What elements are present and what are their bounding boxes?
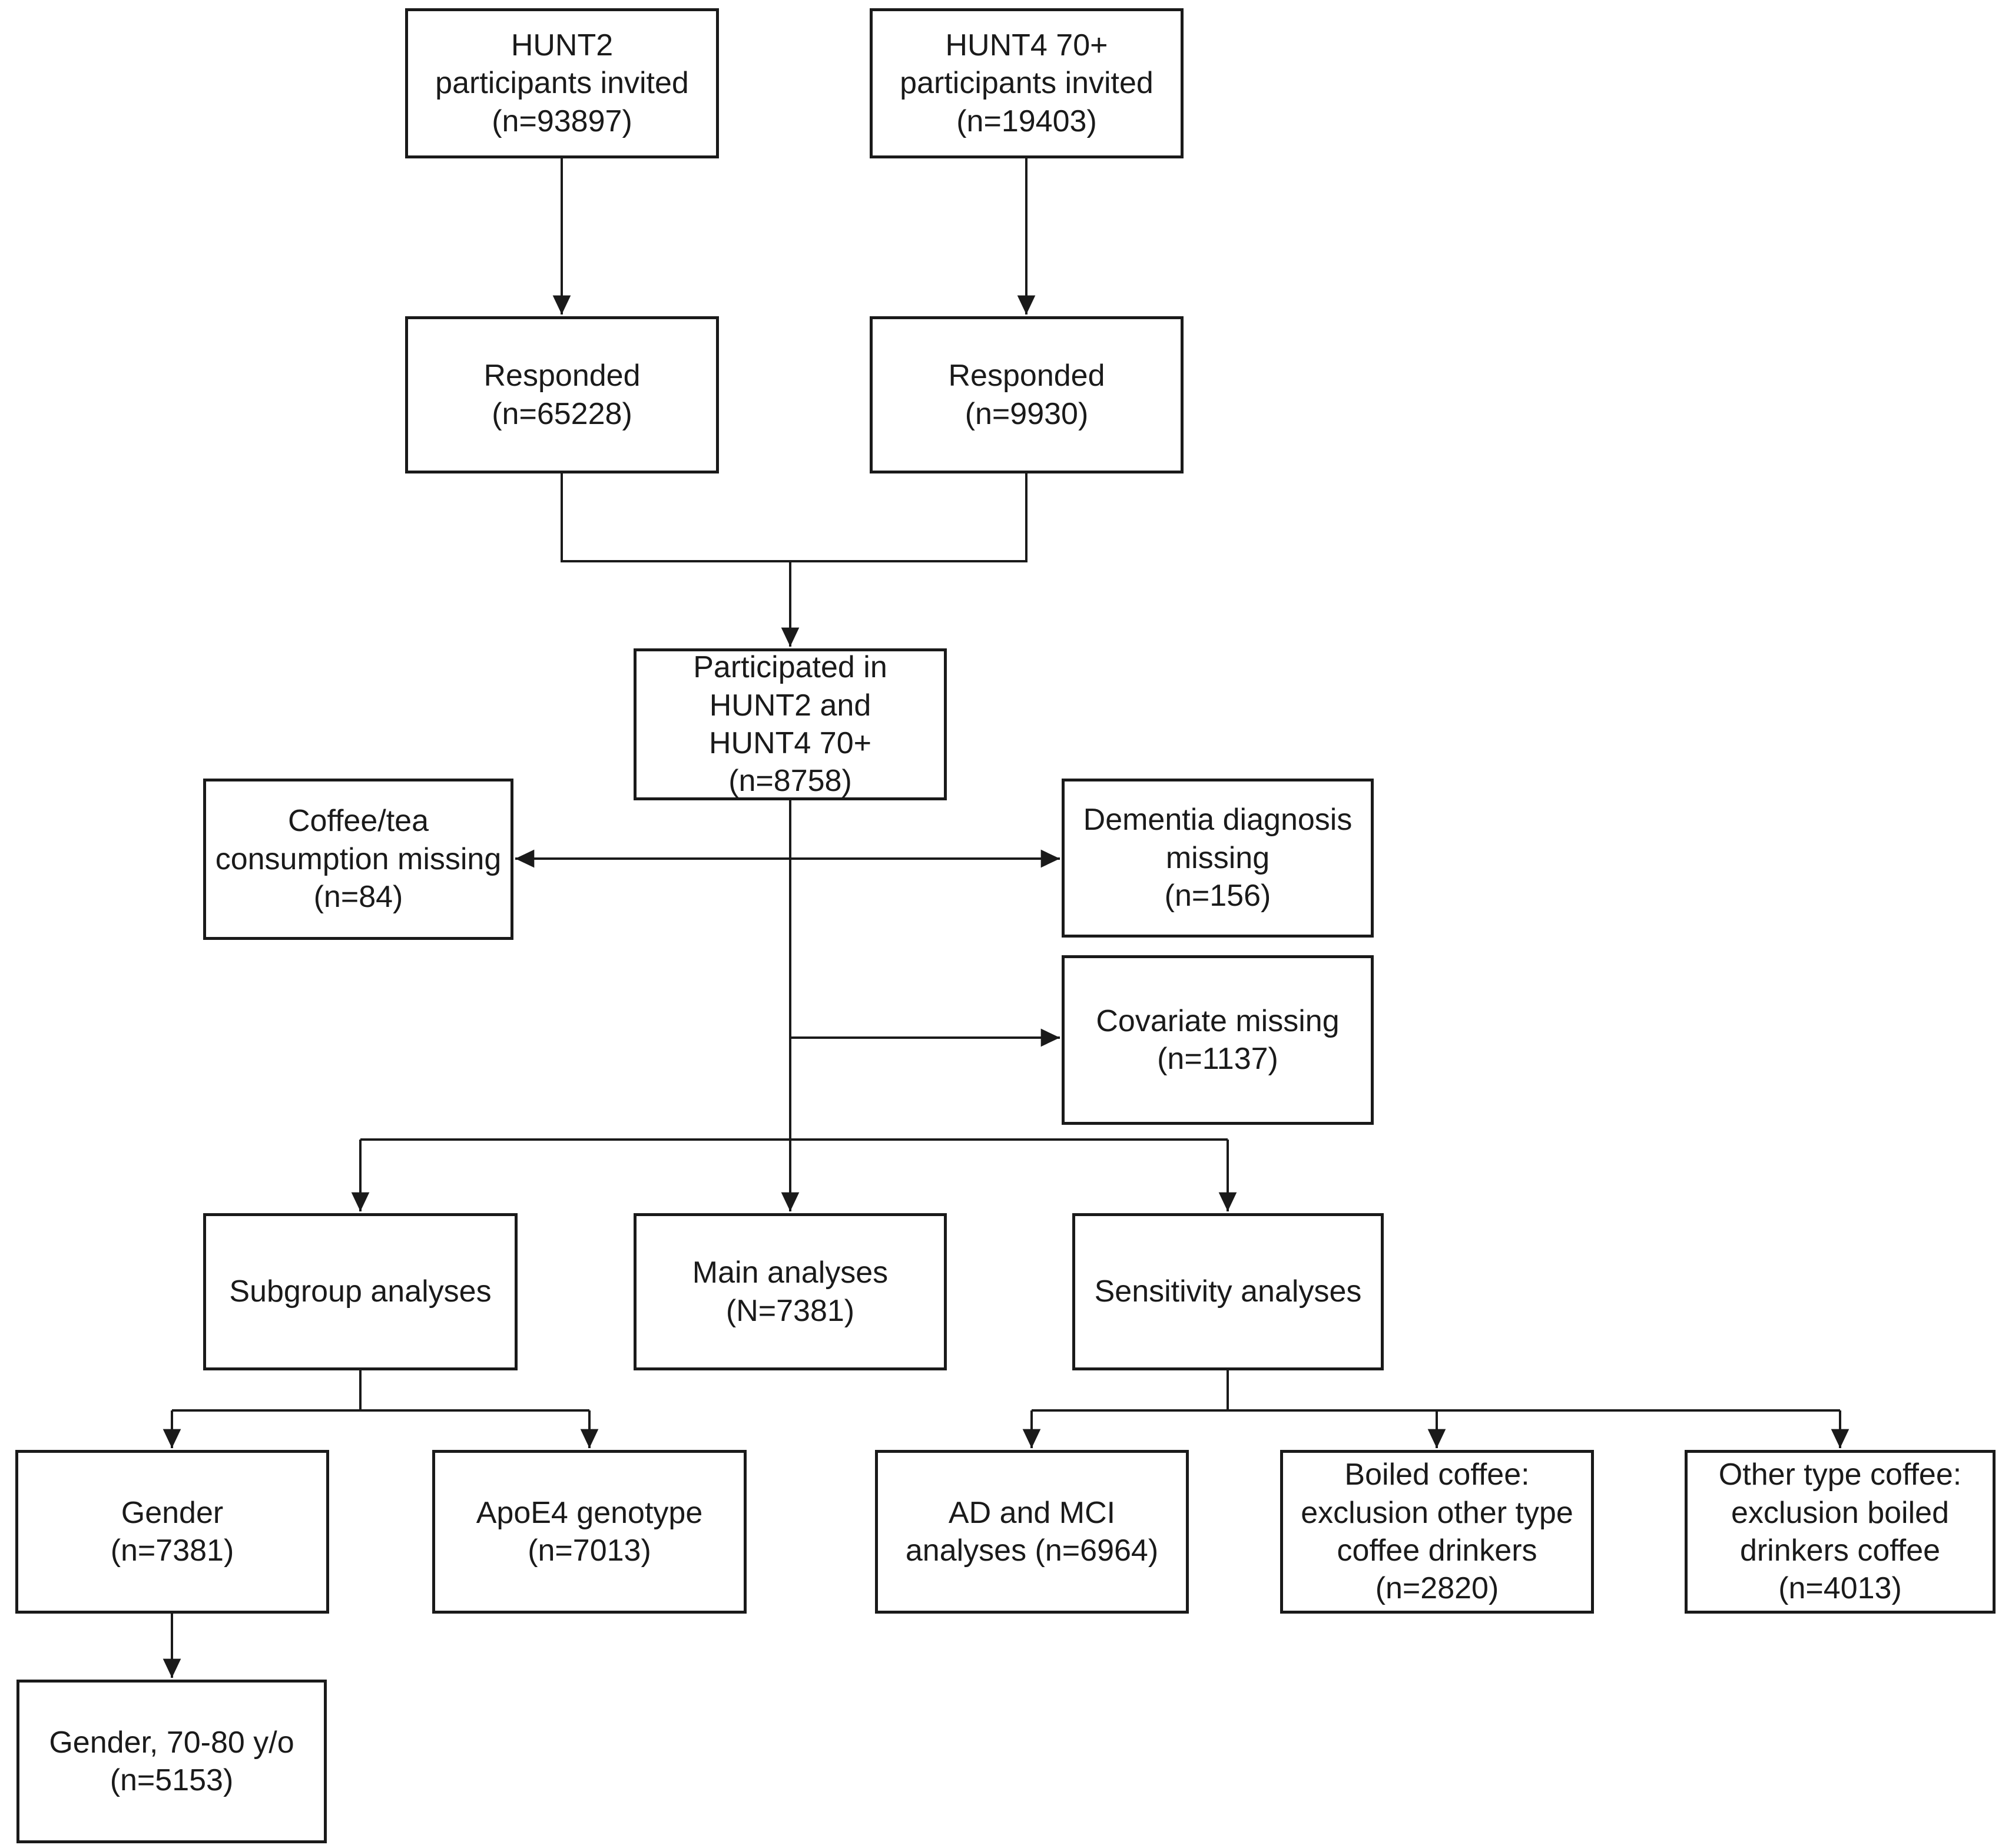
node-gender-text: Gender (n=7381) [110, 1495, 234, 1568]
node-covariate-missing-text: Covariate missing (n=1137) [1096, 1004, 1340, 1076]
node-dementia-missing: Dementia diagnosis missing (n=156) [1062, 779, 1374, 938]
node-other-type-coffee: Other type coffee: exclusion boiled drin… [1685, 1450, 1996, 1614]
node-responded-hunt2-text: Responded (n=65228) [483, 359, 641, 431]
node-hunt2-invited: HUNT2 participants invited (n=93897) [405, 8, 719, 158]
node-participated-both: Participated in HUNT2 and HUNT4 70+ (n=8… [634, 648, 947, 800]
node-dementia-missing-text: Dementia diagnosis missing (n=156) [1083, 803, 1353, 913]
node-boiled-coffee: Boiled coffee: exclusion other type coff… [1280, 1450, 1594, 1614]
node-participated-both-text: Participated in HUNT2 and HUNT4 70+ (n=8… [693, 650, 887, 799]
node-apoe4-genotype-text: ApoE4 genotype (n=7013) [476, 1495, 703, 1568]
node-gender-70-80-text: Gender, 70-80 y/o (n=5153) [49, 1725, 294, 1797]
node-boiled-coffee-text: Boiled coffee: exclusion other type coff… [1301, 1458, 1573, 1606]
node-ad-mci-text: AD and MCI analyses (n=6964) [905, 1495, 1159, 1568]
node-hunt2-invited-text: HUNT2 participants invited (n=93897) [435, 28, 689, 138]
node-responded-hunt4-text: Responded (n=9930) [948, 359, 1105, 431]
node-sensitivity-analyses-text: Sensitivity analyses [1094, 1274, 1362, 1309]
node-other-type-coffee-text: Other type coffee: exclusion boiled drin… [1718, 1458, 1962, 1606]
node-main-analyses: Main analyses (N=7381) [634, 1213, 947, 1370]
node-responded-hunt2: Responded (n=65228) [405, 316, 719, 473]
node-coffee-tea-missing: Coffee/tea consumption missing (n=84) [203, 779, 513, 940]
node-subgroup-analyses: Subgroup analyses [203, 1213, 518, 1370]
node-subgroup-analyses-text: Subgroup analyses [229, 1274, 492, 1309]
node-hunt4-invited-text: HUNT4 70+ participants invited (n=19403) [900, 28, 1154, 138]
connector-responded-merge [561, 473, 1027, 562]
node-main-analyses-text: Main analyses (N=7381) [692, 1256, 889, 1328]
node-covariate-missing: Covariate missing (n=1137) [1062, 955, 1374, 1125]
node-ad-mci: AD and MCI analyses (n=6964) [875, 1450, 1189, 1614]
node-sensitivity-analyses: Sensitivity analyses [1072, 1213, 1384, 1370]
node-hunt4-invited: HUNT4 70+ participants invited (n=19403) [870, 8, 1184, 158]
node-gender: Gender (n=7381) [15, 1450, 329, 1614]
node-coffee-tea-missing-text: Coffee/tea consumption missing (n=84) [215, 804, 502, 915]
node-apoe4-genotype: ApoE4 genotype (n=7013) [432, 1450, 747, 1614]
node-responded-hunt4: Responded (n=9930) [870, 316, 1184, 473]
node-gender-70-80: Gender, 70-80 y/o (n=5153) [16, 1680, 327, 1843]
